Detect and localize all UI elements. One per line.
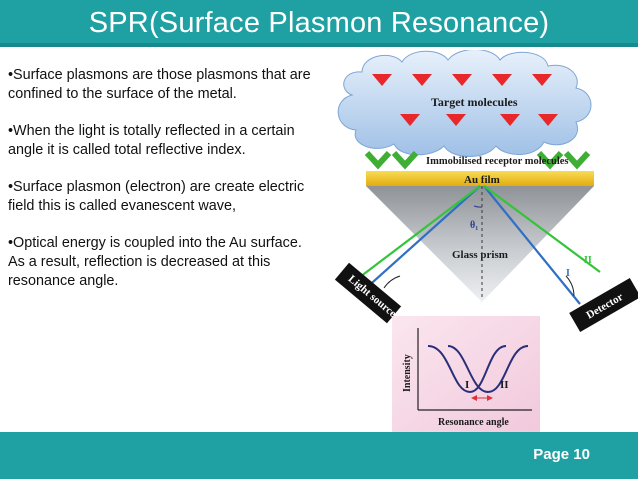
resonance-plot [392,316,540,432]
axis-x-label: Resonance angle [438,417,509,428]
light-source-label: Light source [346,273,399,320]
glass-prism [366,186,594,302]
bullet-item: •Optical energy is coupled into the Au s… [8,235,302,289]
beam-in-green [355,185,481,281]
molecule-icon [372,74,392,86]
molecule-icon [492,74,512,86]
theta-label: θ₁ [470,220,478,231]
axis-y-label: Intensity [402,354,413,392]
beam-in-blue [363,185,481,291]
beam2-label: II [584,255,592,266]
receptor-label: Immobilised receptor molecules [426,156,569,167]
page-number: Page 10 [533,446,590,463]
light-source [334,262,402,324]
receptor-icon [536,150,564,170]
receptor-icon [563,150,591,170]
theta-arc [473,205,483,208]
slide-title: SPR(Surface Plasmon Resonance) [88,7,550,39]
target-molecules [372,74,558,126]
film-label: Au film [464,174,500,186]
molecule-icon [538,114,558,126]
receptor-icon [391,150,419,170]
detector [569,277,638,333]
bullet-item: •Surface plasmon (electron) are create e… [8,179,305,214]
title-bar-stripe [0,43,638,47]
au-film [366,171,594,186]
dip1-label: I [465,379,469,391]
reflect-angle-arc [565,275,575,297]
molecule-icon [400,114,420,126]
molecule-icon [452,74,472,86]
molecule-icon [412,74,432,86]
molecule-icon [500,114,520,126]
dip2-label: II [500,379,509,391]
receptor-molecules [364,150,591,170]
target-label: Target molecules [431,95,518,109]
title-bar [0,0,638,47]
light-beams [355,185,601,305]
bullet-item: •When the light is totally reflected in … [8,123,295,158]
prism-label: Glass prism [452,249,508,261]
bullet-list: •Surface plasmons are those plasmons tha… [8,66,313,309]
beam1-label: I [566,268,570,279]
beam-out-green [483,185,601,273]
dip-curve-2 [447,345,529,394]
bullet-item: •Surface plasmons are those plasmons tha… [8,67,311,102]
dip-curve-1 [427,345,507,394]
incident-angle-arc [383,275,401,289]
molecule-icon [446,114,466,126]
molecule-icon [532,74,552,86]
beam-out-blue [483,185,581,305]
footer-bar [0,432,638,479]
receptor-icon [364,150,392,170]
target-cloud [337,50,592,157]
spr-diagram: Target molecules Immobilised receptor mo… [334,50,638,432]
